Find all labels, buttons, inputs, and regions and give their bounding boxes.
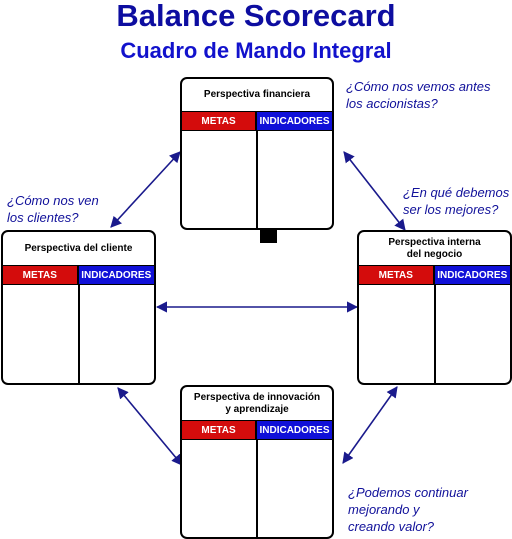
arrow-financiera-interna — [343, 151, 406, 231]
column-headers: METAS INDICADORES — [182, 111, 332, 131]
indicadores-header: INDICADORES — [78, 266, 154, 284]
page-subtitle: Cuadro de Mando Integral — [120, 38, 392, 63]
card-title-line2: del negocio — [406, 248, 463, 260]
column-divider — [433, 284, 436, 383]
metas-header: METAS — [182, 112, 257, 130]
card-title: Perspectiva de innovación y aprendizaje — [182, 387, 332, 420]
column-headers: METAS INDICADORES — [182, 420, 332, 440]
column-headers: METAS INDICADORES — [3, 265, 154, 285]
card-perspectiva-innovacion: Perspectiva de innovación y aprendizaje … — [180, 385, 334, 539]
card-title-line2: y aprendizaje — [225, 403, 289, 415]
card-title: Perspectiva del cliente — [24, 242, 133, 254]
card-title-line1: Perspectiva de innovación — [193, 391, 321, 403]
arrow-interna-innovacion — [342, 386, 398, 464]
question-interna: ¿En qué debemos ser los mejores? — [403, 185, 510, 217]
column-divider — [256, 439, 258, 537]
indicadores-header: INDICADORES — [257, 421, 332, 439]
card-perspectiva-financiera: Perspectiva financiera METAS INDICADORES — [180, 77, 334, 230]
page-title: Balance Scorecard — [116, 0, 396, 33]
card-perspectiva-cliente: Perspectiva del cliente METAS INDICADORE… — [1, 230, 156, 385]
metas-header: METAS — [359, 266, 435, 284]
card-perspectiva-interna: Perspectiva interna del negocio METAS IN… — [357, 230, 512, 385]
card-title: Perspectiva financiera — [203, 89, 311, 100]
question-line1: ¿Podemos continuar — [348, 485, 468, 500]
arrow-cliente-innovacion — [117, 387, 183, 466]
arrow-financiera-cliente — [110, 151, 181, 228]
indicadores-header: INDICADORES — [257, 112, 332, 130]
connector-block — [260, 230, 277, 243]
card-title: Perspectiva interna del negocio — [359, 232, 510, 265]
question-financiera: ¿Cómo nos vemos antes los accionistas? — [346, 79, 491, 111]
card-title-line1: Perspectiva interna — [388, 236, 481, 248]
question-cliente: ¿Cómo nos ven los clientes? — [7, 193, 99, 225]
question-line3: creando valor? — [348, 519, 434, 534]
metas-header: METAS — [3, 266, 79, 284]
column-headers: METAS INDICADORES — [359, 265, 510, 285]
column-divider — [77, 284, 80, 383]
indicadores-header: INDICADORES — [434, 266, 510, 284]
metas-header: METAS — [182, 421, 257, 439]
question-line2: mejorando y — [348, 502, 420, 517]
question-innovacion: ¿Podemos continuar mejorando y creando v… — [348, 484, 498, 535]
column-divider — [256, 130, 258, 228]
